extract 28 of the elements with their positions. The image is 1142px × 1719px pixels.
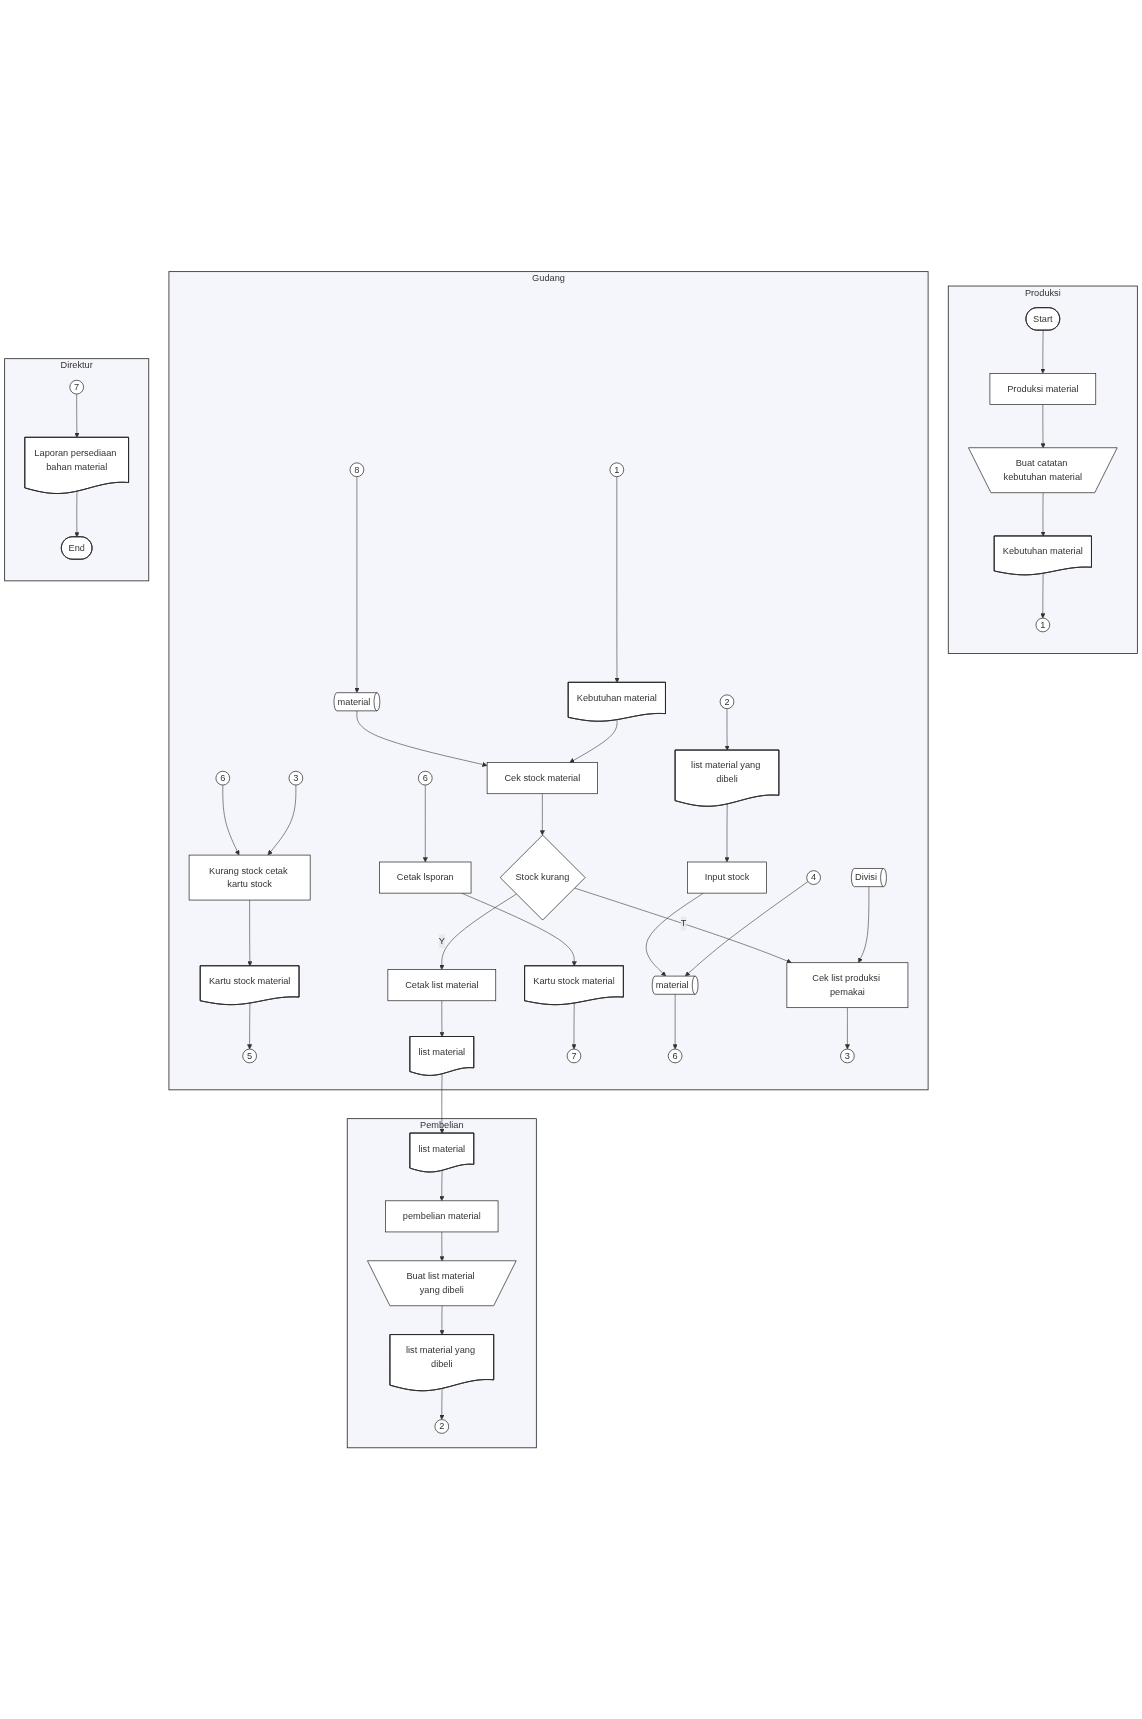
node-circle: 7	[69, 379, 84, 395]
node-circle: 3	[840, 1048, 855, 1063]
node-diamond: Stock kurang	[499, 834, 586, 921]
node-text: material	[655, 979, 689, 990]
node-circle: 6	[215, 770, 231, 786]
node-circle: 7	[566, 1048, 582, 1063]
node-text: material	[337, 696, 371, 707]
edge-label: T	[680, 918, 687, 928]
node-circle: 8	[349, 462, 365, 477]
node-box: Cetak lsporan	[379, 861, 472, 894]
node-box: Cek stock material	[486, 762, 598, 794]
node-box: Cek list produksi pemakai	[786, 962, 909, 1008]
node-text: Divisi	[854, 872, 878, 882]
node-circle: 3	[288, 770, 304, 786]
node-circle: 4	[806, 870, 821, 885]
node-box: Input stock	[687, 861, 767, 894]
node-circle: 5	[242, 1048, 257, 1063]
node-circle: 1	[609, 462, 625, 477]
node-box: pembelian material	[385, 1200, 499, 1233]
edge-label: Y	[438, 935, 445, 946]
node-box: Cetak list material	[387, 969, 497, 1001]
node-circle: 6	[418, 770, 433, 786]
node-circle: 2	[434, 1419, 450, 1434]
node-circle: 2	[719, 694, 735, 709]
node-circle: 6	[667, 1048, 683, 1063]
node-box: Kurang stock cetak kartu stock	[188, 854, 311, 901]
node-circle: 1	[1035, 617, 1051, 632]
node-box: Produksi material	[989, 372, 1097, 405]
